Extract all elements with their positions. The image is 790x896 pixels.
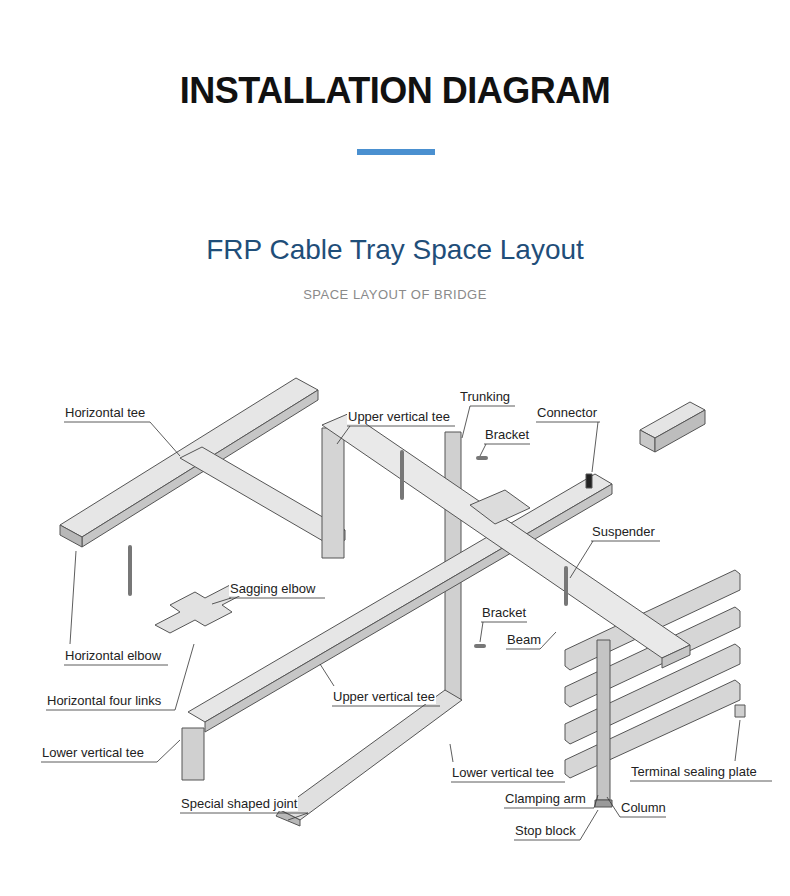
tray-run xyxy=(280,690,462,820)
leader-line xyxy=(347,426,455,427)
tray-run xyxy=(205,484,612,732)
leader-line xyxy=(480,444,486,456)
leader-line xyxy=(337,426,350,444)
leader-line xyxy=(735,720,740,761)
tray-run xyxy=(188,474,612,722)
leader-line xyxy=(450,744,453,762)
part-label: Upper vertical tee xyxy=(347,409,451,424)
leader-line xyxy=(591,541,660,542)
vertical-tray xyxy=(322,428,344,558)
tray-run xyxy=(180,447,345,541)
terminal-plate xyxy=(735,705,745,717)
leader-line xyxy=(451,782,565,783)
tray-run xyxy=(60,525,82,547)
part-label: Trunking xyxy=(459,389,511,404)
column-post xyxy=(597,640,610,800)
part-label: Stop block xyxy=(514,823,577,838)
vertical-tray xyxy=(182,728,204,780)
page-title: INSTALLATION DIAGRAM xyxy=(0,70,790,112)
part-label: Lower vertical tee xyxy=(451,765,555,780)
part-label: Terminal sealing plate xyxy=(630,764,758,779)
part-label: Lower vertical tee xyxy=(41,745,145,760)
accent-bar xyxy=(357,149,435,155)
leader-line xyxy=(41,740,180,762)
part-label: Horizontal elbow xyxy=(64,648,162,663)
leader-line xyxy=(506,632,556,649)
part-label: Column xyxy=(620,800,667,815)
part-label: Connector xyxy=(536,405,598,420)
connector-end xyxy=(586,474,592,488)
leader-line xyxy=(620,817,666,818)
part-label: Beam xyxy=(506,632,542,647)
leader-line xyxy=(180,813,308,820)
part-label: Bracket xyxy=(481,605,527,620)
part-label: Sagging elbow xyxy=(229,581,316,596)
leader-line xyxy=(570,541,593,578)
part-label: Upper vertical tee xyxy=(332,689,436,704)
part-label: Special shaped joint xyxy=(180,796,298,811)
part-label: Horizontal tee xyxy=(64,405,146,420)
suspender-rod xyxy=(564,568,568,604)
tray-run xyxy=(322,413,690,658)
leader-line xyxy=(332,706,440,707)
leader-line xyxy=(607,797,620,817)
part-label: Clamping arm xyxy=(504,791,587,806)
diagram-subtitle: FRP Cable Tray Space Layout xyxy=(0,234,790,266)
trunking-piece xyxy=(640,430,655,452)
suspender-rod xyxy=(128,547,132,594)
leader-line xyxy=(484,444,530,445)
leader-line xyxy=(630,781,772,782)
leader-line xyxy=(212,598,231,604)
trunking-piece xyxy=(655,410,705,452)
leader-line xyxy=(229,598,325,599)
leader-line xyxy=(592,422,598,472)
suspender-rod xyxy=(400,452,404,498)
part-label: Suspender xyxy=(591,524,656,539)
leader-line xyxy=(514,810,598,840)
diagram-subheading: SPACE LAYOUT OF BRIDGE xyxy=(0,287,790,302)
bracket xyxy=(476,644,484,648)
leader-line xyxy=(462,406,470,438)
leader-line xyxy=(470,406,515,407)
leader-line xyxy=(480,622,483,642)
leader-line xyxy=(536,422,600,423)
leader-line xyxy=(70,551,76,644)
leader-line xyxy=(46,644,194,710)
bracket xyxy=(478,456,486,460)
leader-line xyxy=(481,622,527,623)
part-label: Horizontal four links xyxy=(46,693,162,708)
leader-line xyxy=(320,664,334,686)
special-joint xyxy=(276,810,300,826)
part-label: Bracket xyxy=(484,427,530,442)
four-way-cross xyxy=(470,490,530,524)
leader-line xyxy=(64,422,180,456)
leader-line xyxy=(64,665,168,666)
tray-run xyxy=(662,645,690,668)
